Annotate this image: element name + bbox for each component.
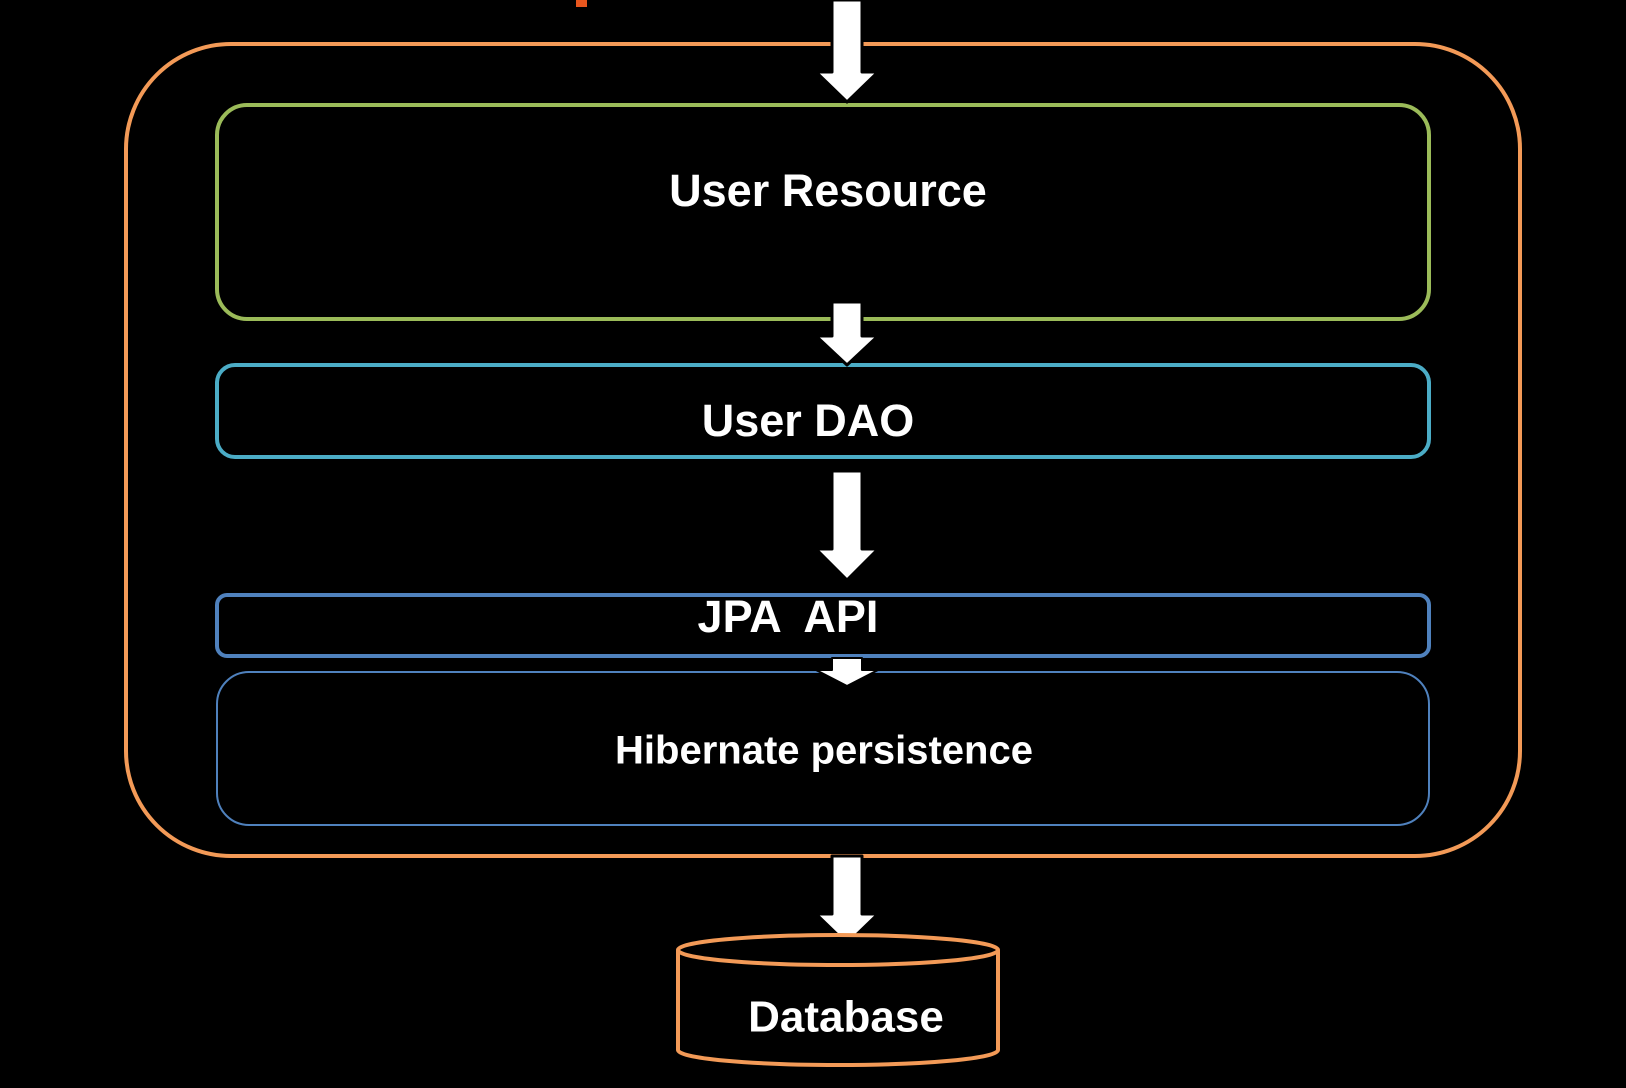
database-cylinder-body xyxy=(676,950,1000,1067)
title-fragment xyxy=(576,0,587,7)
jpa-to-hibernate-arrow xyxy=(815,657,879,687)
user-resource-box xyxy=(215,103,1431,321)
user-dao-label: User DAO xyxy=(702,395,915,446)
jpa-api-label: JPA API xyxy=(698,591,879,642)
user-resource-label: User Resource xyxy=(669,165,987,216)
database-cylinder-top xyxy=(676,933,1000,967)
dao-to-jpa-arrow xyxy=(814,469,880,582)
incoming-request-arrow xyxy=(814,0,880,104)
database-label: Database xyxy=(748,993,944,1042)
application-container xyxy=(124,42,1522,858)
database-cylinder xyxy=(676,933,1000,1067)
resource-to-dao-arrow xyxy=(814,300,880,367)
user-dao-box xyxy=(215,363,1431,459)
jpa-api-box xyxy=(215,593,1431,658)
hibernate-to-database-arrow xyxy=(814,854,880,946)
hibernate-persistence-label: Hibernate persistence xyxy=(615,729,1033,773)
